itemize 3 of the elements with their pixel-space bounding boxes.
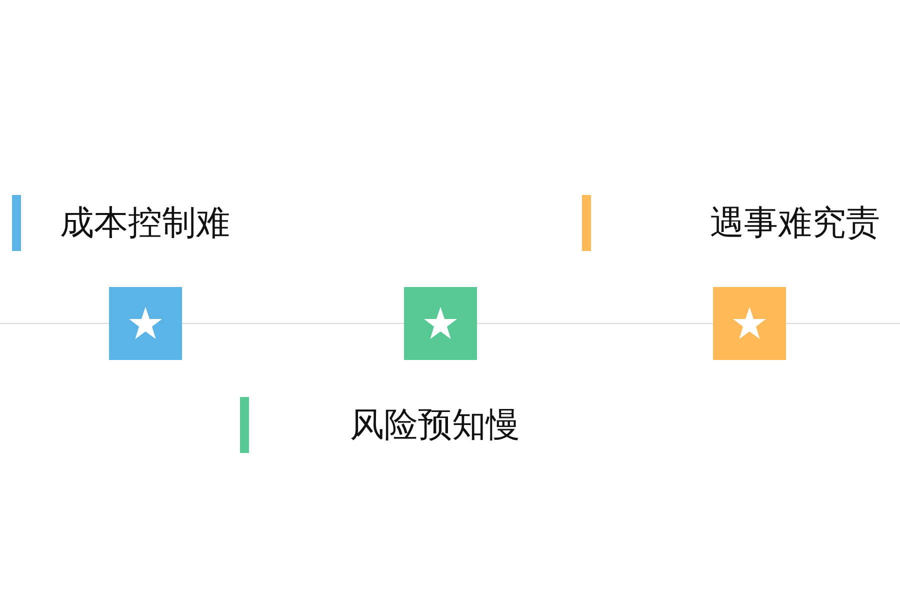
heading-text: 遇事难究责 (710, 203, 880, 243)
heading-text: 成本控制难 (60, 203, 230, 243)
heading-text: 风险预知慢 (350, 405, 520, 445)
